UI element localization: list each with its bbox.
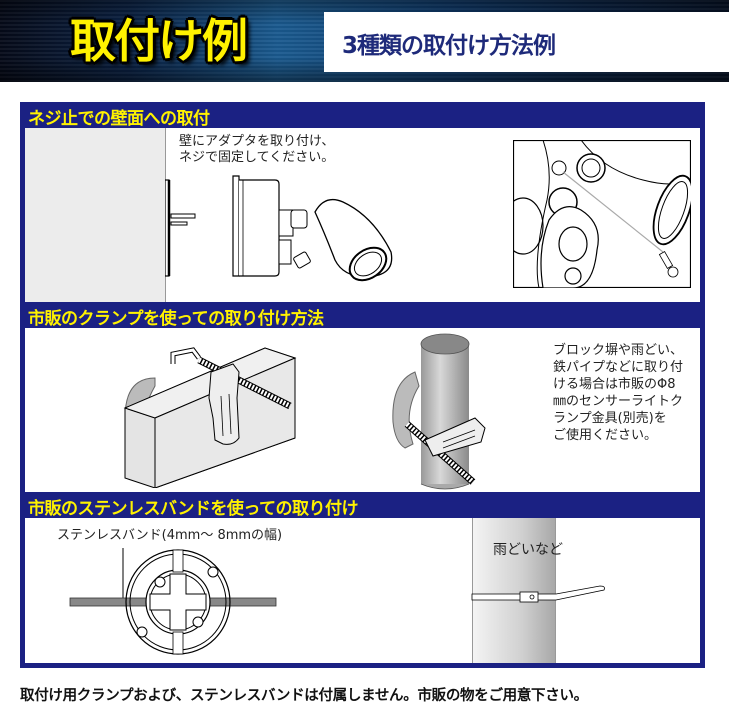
section-heading-stainless-band: 市販のステンレスバンドを使っての取り付け bbox=[20, 492, 705, 519]
banner-subtitle: 3種類の取付け方法例 bbox=[342, 33, 556, 59]
section-caption: ブロック塀や雨どい、 鉄パイプなどに取り付 ける場合は市販のΦ8 ㎜のセンサーラ… bbox=[553, 343, 684, 443]
section-body-screw-wall: 壁にアダプタを取り付け、 ネジで固定してください。 bbox=[25, 128, 700, 302]
footer-note: 取付け用クランプおよび、ステンレスバンドは付属しません。市販の物をご用意下さい。 bbox=[20, 688, 588, 704]
section-heading-text: ネジ止での壁面への取付 bbox=[28, 109, 210, 129]
band-width-label: ステンレスバンド(4mm～ 8mmの幅) bbox=[57, 528, 283, 543]
section-caption: 壁にアダプタを取り付け、 ネジで固定してください。 bbox=[179, 134, 335, 165]
section-body-clamp: ブロック塀や雨どい、 鉄パイプなどに取り付 ける場合は市販のΦ8 ㎜のセンサーラ… bbox=[25, 328, 700, 492]
sensor-light-side-view-icon bbox=[165, 175, 393, 282]
banner-title: 取付け例 bbox=[70, 14, 248, 68]
section-heading-screw-wall: ネジ止での壁面への取付 bbox=[20, 102, 705, 129]
installation-methods-panel: ネジ止での壁面への取付 壁にアダプタを取り付け、 ネジで固定してください。 bbox=[20, 102, 705, 668]
gutter-pipe-illustration bbox=[472, 518, 556, 663]
banner-subtitle-box: 3種類の取付け方法例 bbox=[324, 12, 729, 72]
screw-detail-closeup-icon bbox=[513, 140, 691, 288]
clamp-on-pipe-icon bbox=[392, 333, 486, 490]
section-body-stainless-band: ステンレスバンド(4mm～ 8mmの幅) 雨どいなど bbox=[25, 518, 700, 663]
gutter-pipe-label: 雨どいなど bbox=[493, 542, 563, 558]
wall-illustration bbox=[25, 128, 166, 302]
section-heading-text: 市販のステンレスバンドを使っての取り付け bbox=[28, 499, 359, 519]
clamp-on-block-wall-icon bbox=[123, 347, 297, 488]
section-heading-text: 市販のクランプを使っての取り付け方法 bbox=[28, 309, 324, 329]
header-banner: 取付け例 3種類の取付け方法例 bbox=[0, 0, 729, 82]
band-through-mount-base-icon bbox=[69, 548, 277, 655]
band-around-gutter-pipe-icon bbox=[471, 585, 605, 603]
section-heading-clamp: 市販のクランプを使っての取り付け方法 bbox=[20, 302, 705, 329]
